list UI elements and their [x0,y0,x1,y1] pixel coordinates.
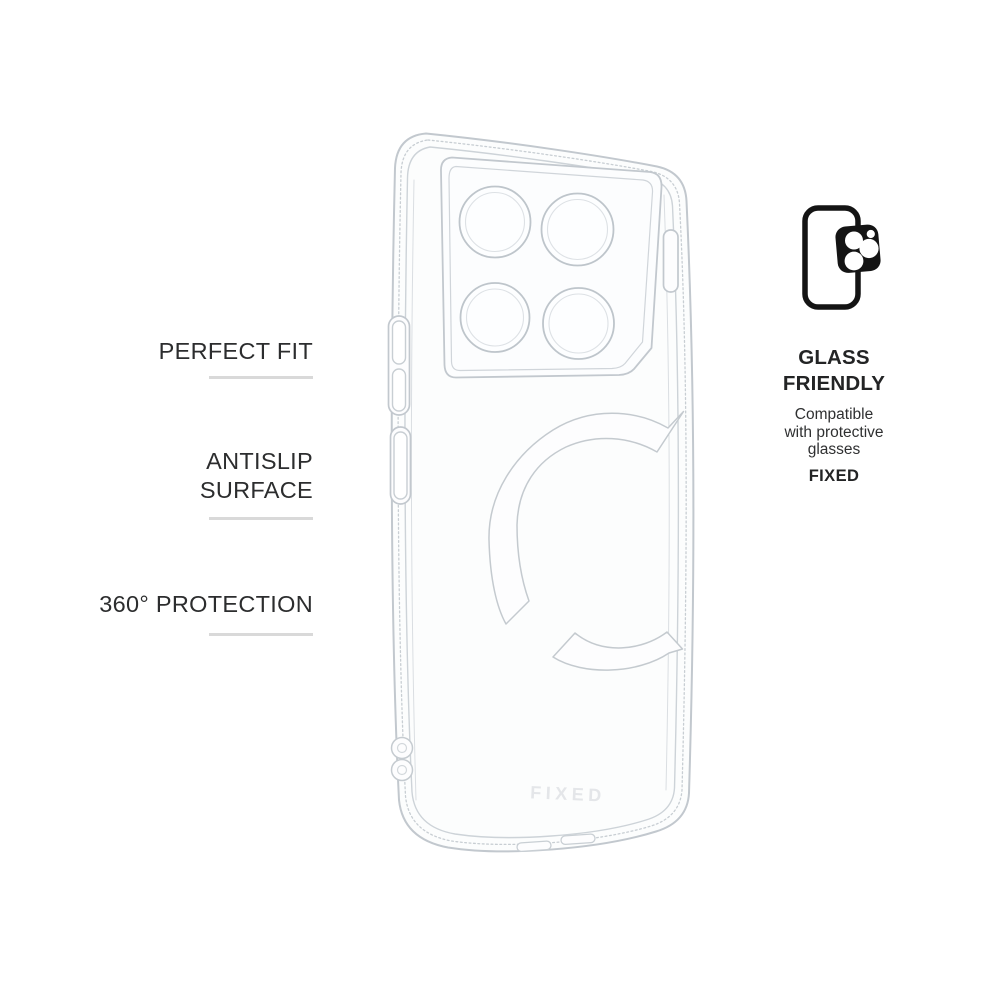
feature-line: ANTISLIP [206,448,313,474]
magsafe-ring-tab [552,631,684,671]
info-title-line: GLASS [798,346,870,369]
info-subtitle: Compatible with protective glasses [754,406,914,459]
case-contour-line [411,179,417,801]
feature-label-360-protection: 360° PROTECTION [40,590,313,619]
brand-name: FIXED [808,467,860,485]
camera-lens-protector-icon [802,205,881,310]
camera-plateau-inner [448,165,654,372]
feature-line: PERFECT FIT [158,338,313,364]
feature-line: 360° PROTECTION [99,591,313,617]
feature-divider [209,517,313,520]
camera-cutout [458,185,532,259]
info-title-line: FRIENDLY [782,371,886,395]
bottom-ports [516,833,596,853]
volume-button-cutout [387,315,411,416]
magsafe-ring-arc [488,410,685,625]
camera-cutout [459,282,531,353]
side-slot-cutout [662,229,679,293]
camera-cutout [540,192,615,267]
camera-cutout [542,287,615,360]
camera-module [835,224,881,273]
embossed-brand-logo: FIXED [530,782,606,805]
lanyard-hole [390,736,414,782]
info-subtitle-line: glasses [807,441,861,458]
feature-label-antislip-surface: ANTISLIP SURFACE [40,447,313,505]
info-title: GLASS FRIENDLY [754,345,914,396]
feature-divider [209,633,313,636]
info-subtitle-line: with protective [784,423,884,441]
power-button-cutout [389,426,412,505]
info-subtitle-line: Compatible [794,406,874,423]
feature-line: SURFACE [199,477,313,503]
feature-label-perfect-fit: PERFECT FIT [40,337,313,366]
feature-divider [209,376,313,379]
